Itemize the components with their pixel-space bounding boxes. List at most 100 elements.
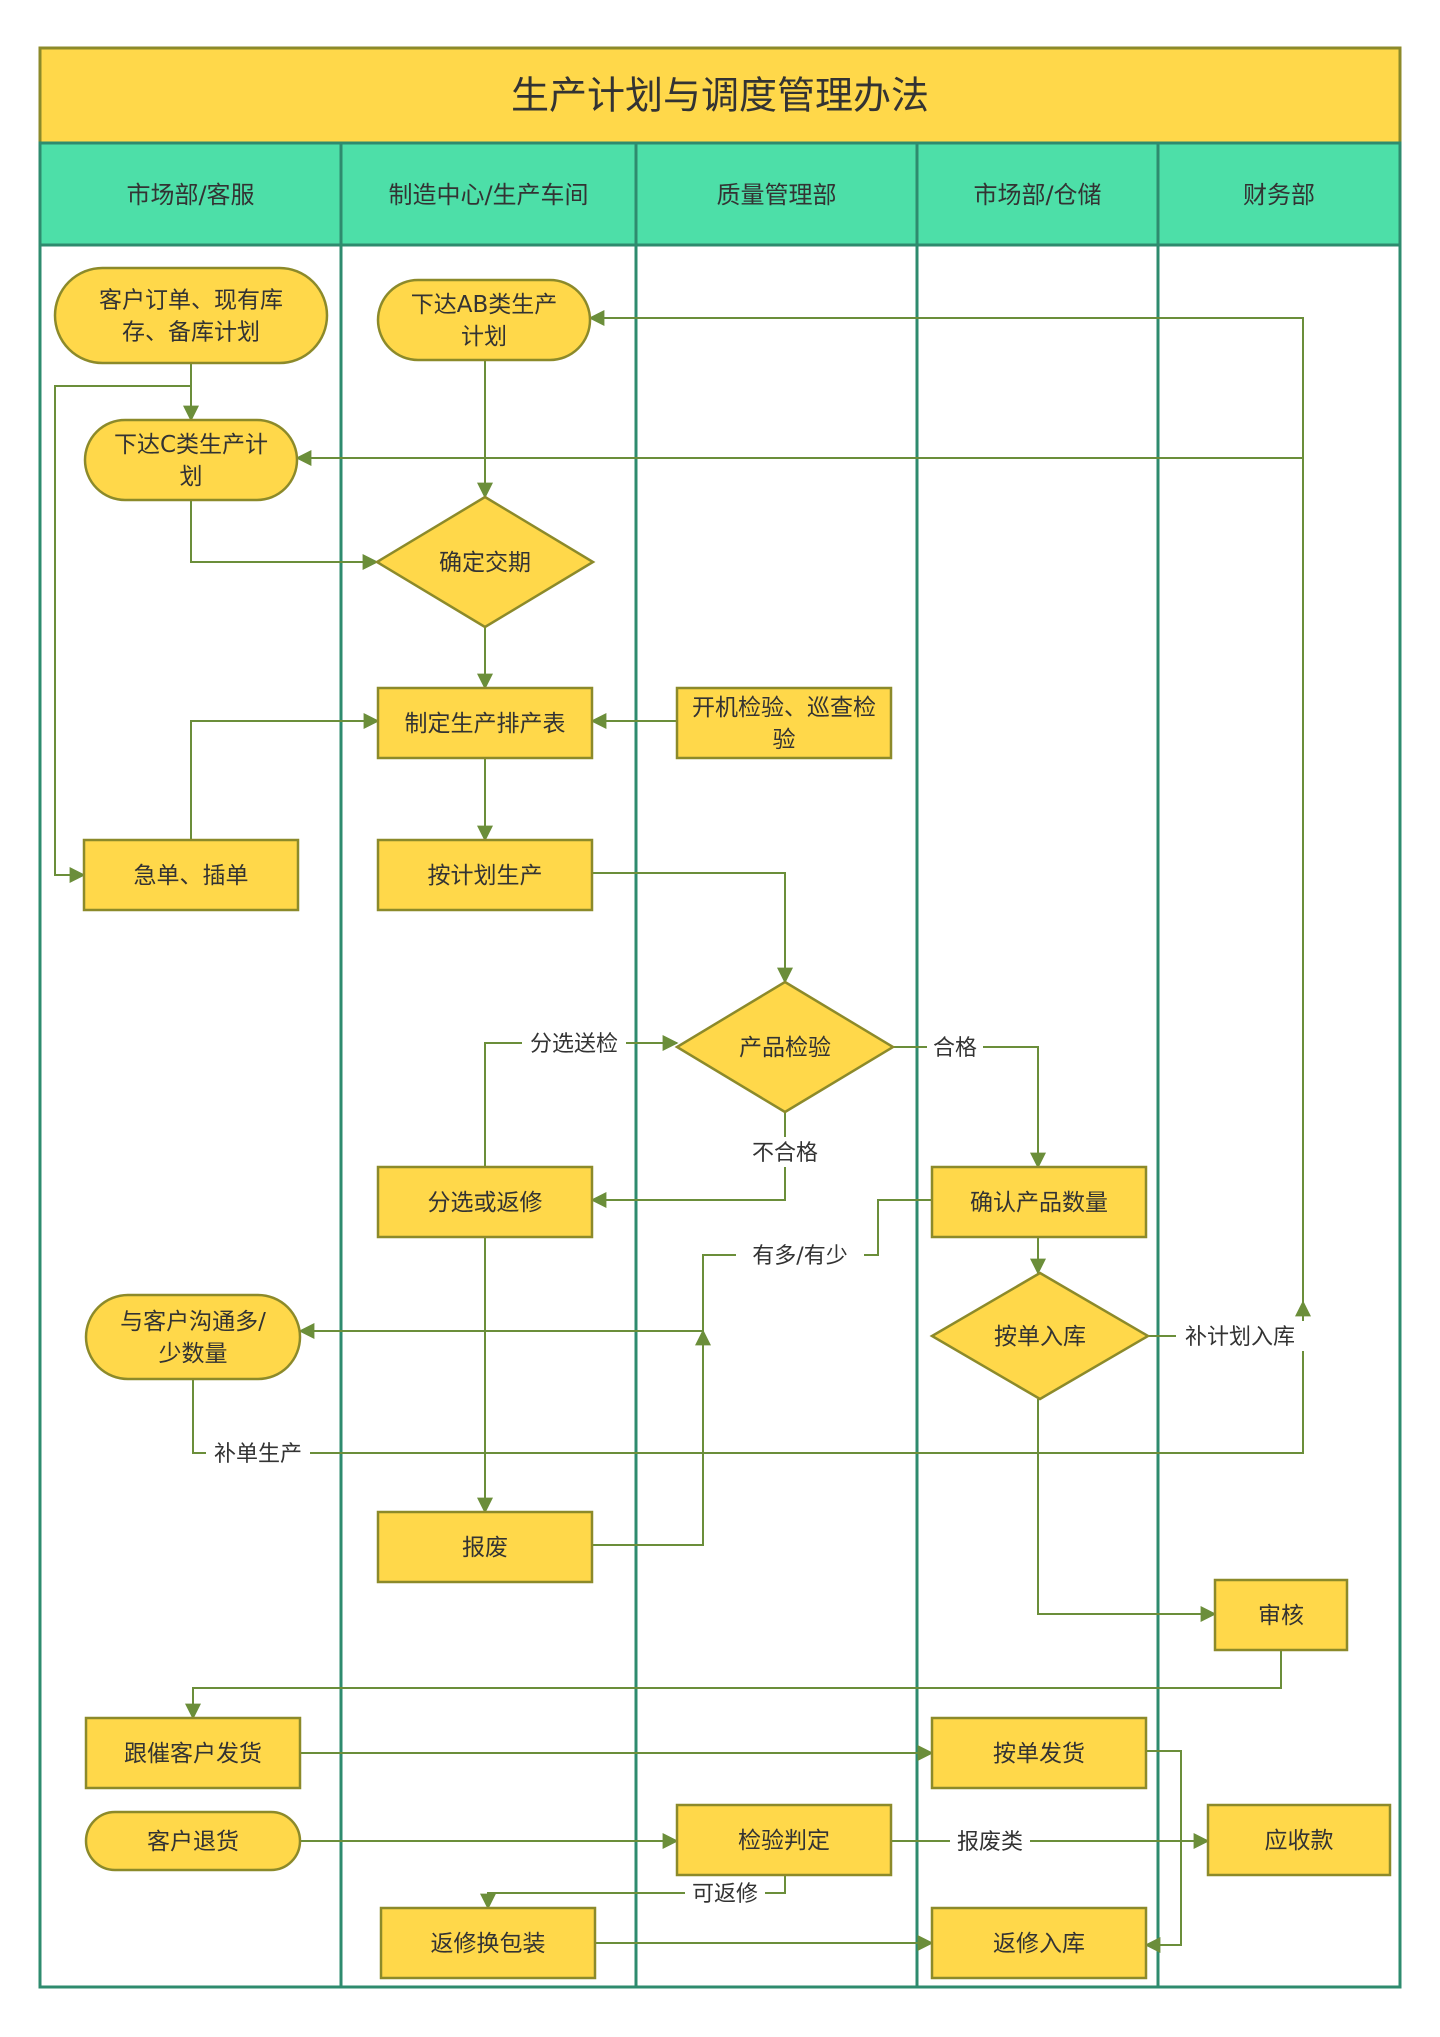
node-label: 按计划生产 [428,863,543,889]
node-sort-repair[interactable]: 分选或返修 [376,1165,594,1239]
node-label: 返修换包装 [431,1931,546,1957]
process-shape [930,1906,1148,1980]
process-shape [376,1510,594,1584]
process-shape [1206,1803,1392,1877]
connector-label-bg [1176,1321,1304,1351]
connector-label-bg [522,1028,626,1058]
node-label: 开机检验、巡查检 [692,695,876,721]
node-communicate[interactable]: 与客户沟通多/少数量 [84,1293,302,1381]
lane-label: 市场部/客服 [126,181,254,209]
connector-label-bg [736,1240,864,1270]
process-shape [82,838,300,912]
node-urgent[interactable]: 急单、插单 [82,838,300,912]
node-judge[interactable]: 检验判定 [675,1803,893,1877]
lane-label: 财务部 [1243,181,1315,209]
node-label: 急单、插单 [134,863,249,889]
node-label: 产品检验 [739,1035,831,1061]
process-shape [379,1906,597,1980]
node-label: 跟催客户发货 [124,1741,262,1767]
flow-nodes: 客户订单、现有库存、备库计划下达AB类生产计划下达C类生产计划确定交期制定生产排… [53,266,1392,1980]
node-follow-ship[interactable]: 跟催客户发货 [84,1716,302,1790]
node-repair-store[interactable]: 返修入库 [930,1906,1148,1980]
node-ship-by-order[interactable]: 按单发货 [930,1716,1148,1790]
node-label: 客户退货 [147,1829,239,1855]
node-label: 应收款 [1265,1828,1334,1854]
connector-label: 补计划入库 [1185,1325,1295,1350]
lane-label: 质量管理部 [717,181,837,209]
process-shape [84,1716,302,1790]
node-receivable[interactable]: 应收款 [1206,1803,1392,1877]
node-product-check[interactable]: 产品检验 [674,980,896,1114]
node-label: 制定生产排产表 [405,711,566,737]
node-customer-return[interactable]: 客户退货 [84,1810,302,1872]
lane-column-3 [634,243,919,1989]
swimlanes: 生产计划与调度管理办法市场部/客服制造中心/生产车间质量管理部市场部/仓储财务部 [38,46,1402,1989]
node-label: 下达C类生产计 [114,432,268,458]
diagram-title: 生产计划与调度管理办法 [511,74,929,118]
node-repack[interactable]: 返修换包装 [379,1906,597,1980]
connector-c-plan-to-confirm-date [190,500,379,570]
node-label: 按单发货 [993,1741,1085,1767]
node-confirm-date[interactable]: 确定交期 [374,495,596,629]
connector-label: 不合格 [752,1141,818,1166]
node-produce[interactable]: 按计划生产 [376,838,594,912]
node-label: 客户订单、现有库 [99,288,283,314]
lane-header-4 [915,141,1160,247]
process-shape [930,1165,1148,1239]
lane-label: 制造中心/生产车间 [388,181,588,209]
terminal-shape [376,278,592,362]
node-label: 审核 [1258,1603,1304,1629]
connector-store-by-order-to-audit [1037,1399,1217,1622]
diamond-shape [929,1271,1151,1401]
connector-label: 分选送检 [530,1032,618,1057]
node-schedule[interactable]: 制定生产排产表 [376,686,594,760]
connector-label: 合格 [933,1036,977,1061]
diamond-shape [674,980,896,1114]
node-label: 划 [180,464,203,490]
terminal-shape [84,1810,302,1872]
connector-ship-by-order-to-receivable [1144,1750,1182,1953]
connector-label: 补单生产 [214,1442,302,1467]
node-audit[interactable]: 审核 [1213,1578,1349,1652]
node-label: 报废 [462,1535,508,1561]
process-shape [930,1716,1148,1790]
node-label: 验 [773,727,796,753]
terminal-shape [83,418,299,502]
node-label: 确定交期 [439,550,531,576]
process-shape [675,686,893,760]
connector-label: 可返修 [692,1882,758,1907]
node-scrap[interactable]: 报废 [376,1510,594,1584]
process-shape [1213,1578,1349,1652]
node-store-by-order[interactable]: 按单入库 [929,1271,1151,1401]
diamond-shape [374,495,596,629]
connector-judge-to-repack [480,1875,786,1910]
connector-repair-store-to-receivable [1146,1841,1182,1946]
node-label: 确认产品数量 [970,1190,1108,1216]
process-shape [675,1803,893,1877]
terminal-shape [53,266,329,365]
connector-label: 报废类 [957,1830,1023,1855]
connector-product-check-to-confirm-qty [893,1046,1046,1169]
connector-produce-to-product-check [592,872,793,984]
node-label: 与客户沟通多/ [120,1309,266,1335]
terminal-shape [84,1293,302,1381]
connector-label-bg [950,1826,1030,1856]
lane-column-5 [1156,243,1402,1989]
connector-urgent-to-schedule [190,713,380,840]
connector-communicate-to-ab-plan [192,1300,1311,1454]
node-label: 下达AB类生产 [411,292,558,318]
process-shape [376,838,594,912]
connector-audit-to-follow-ship [185,1650,1282,1720]
connectors [54,310,1311,1953]
connector-label-bg [685,1878,765,1908]
title-band [38,46,1402,145]
node-confirm-qty[interactable]: 确认产品数量 [930,1165,1148,1239]
lane-header-1 [38,141,343,247]
node-label: 检验判定 [738,1828,830,1854]
connector-label-bg [745,1137,825,1167]
